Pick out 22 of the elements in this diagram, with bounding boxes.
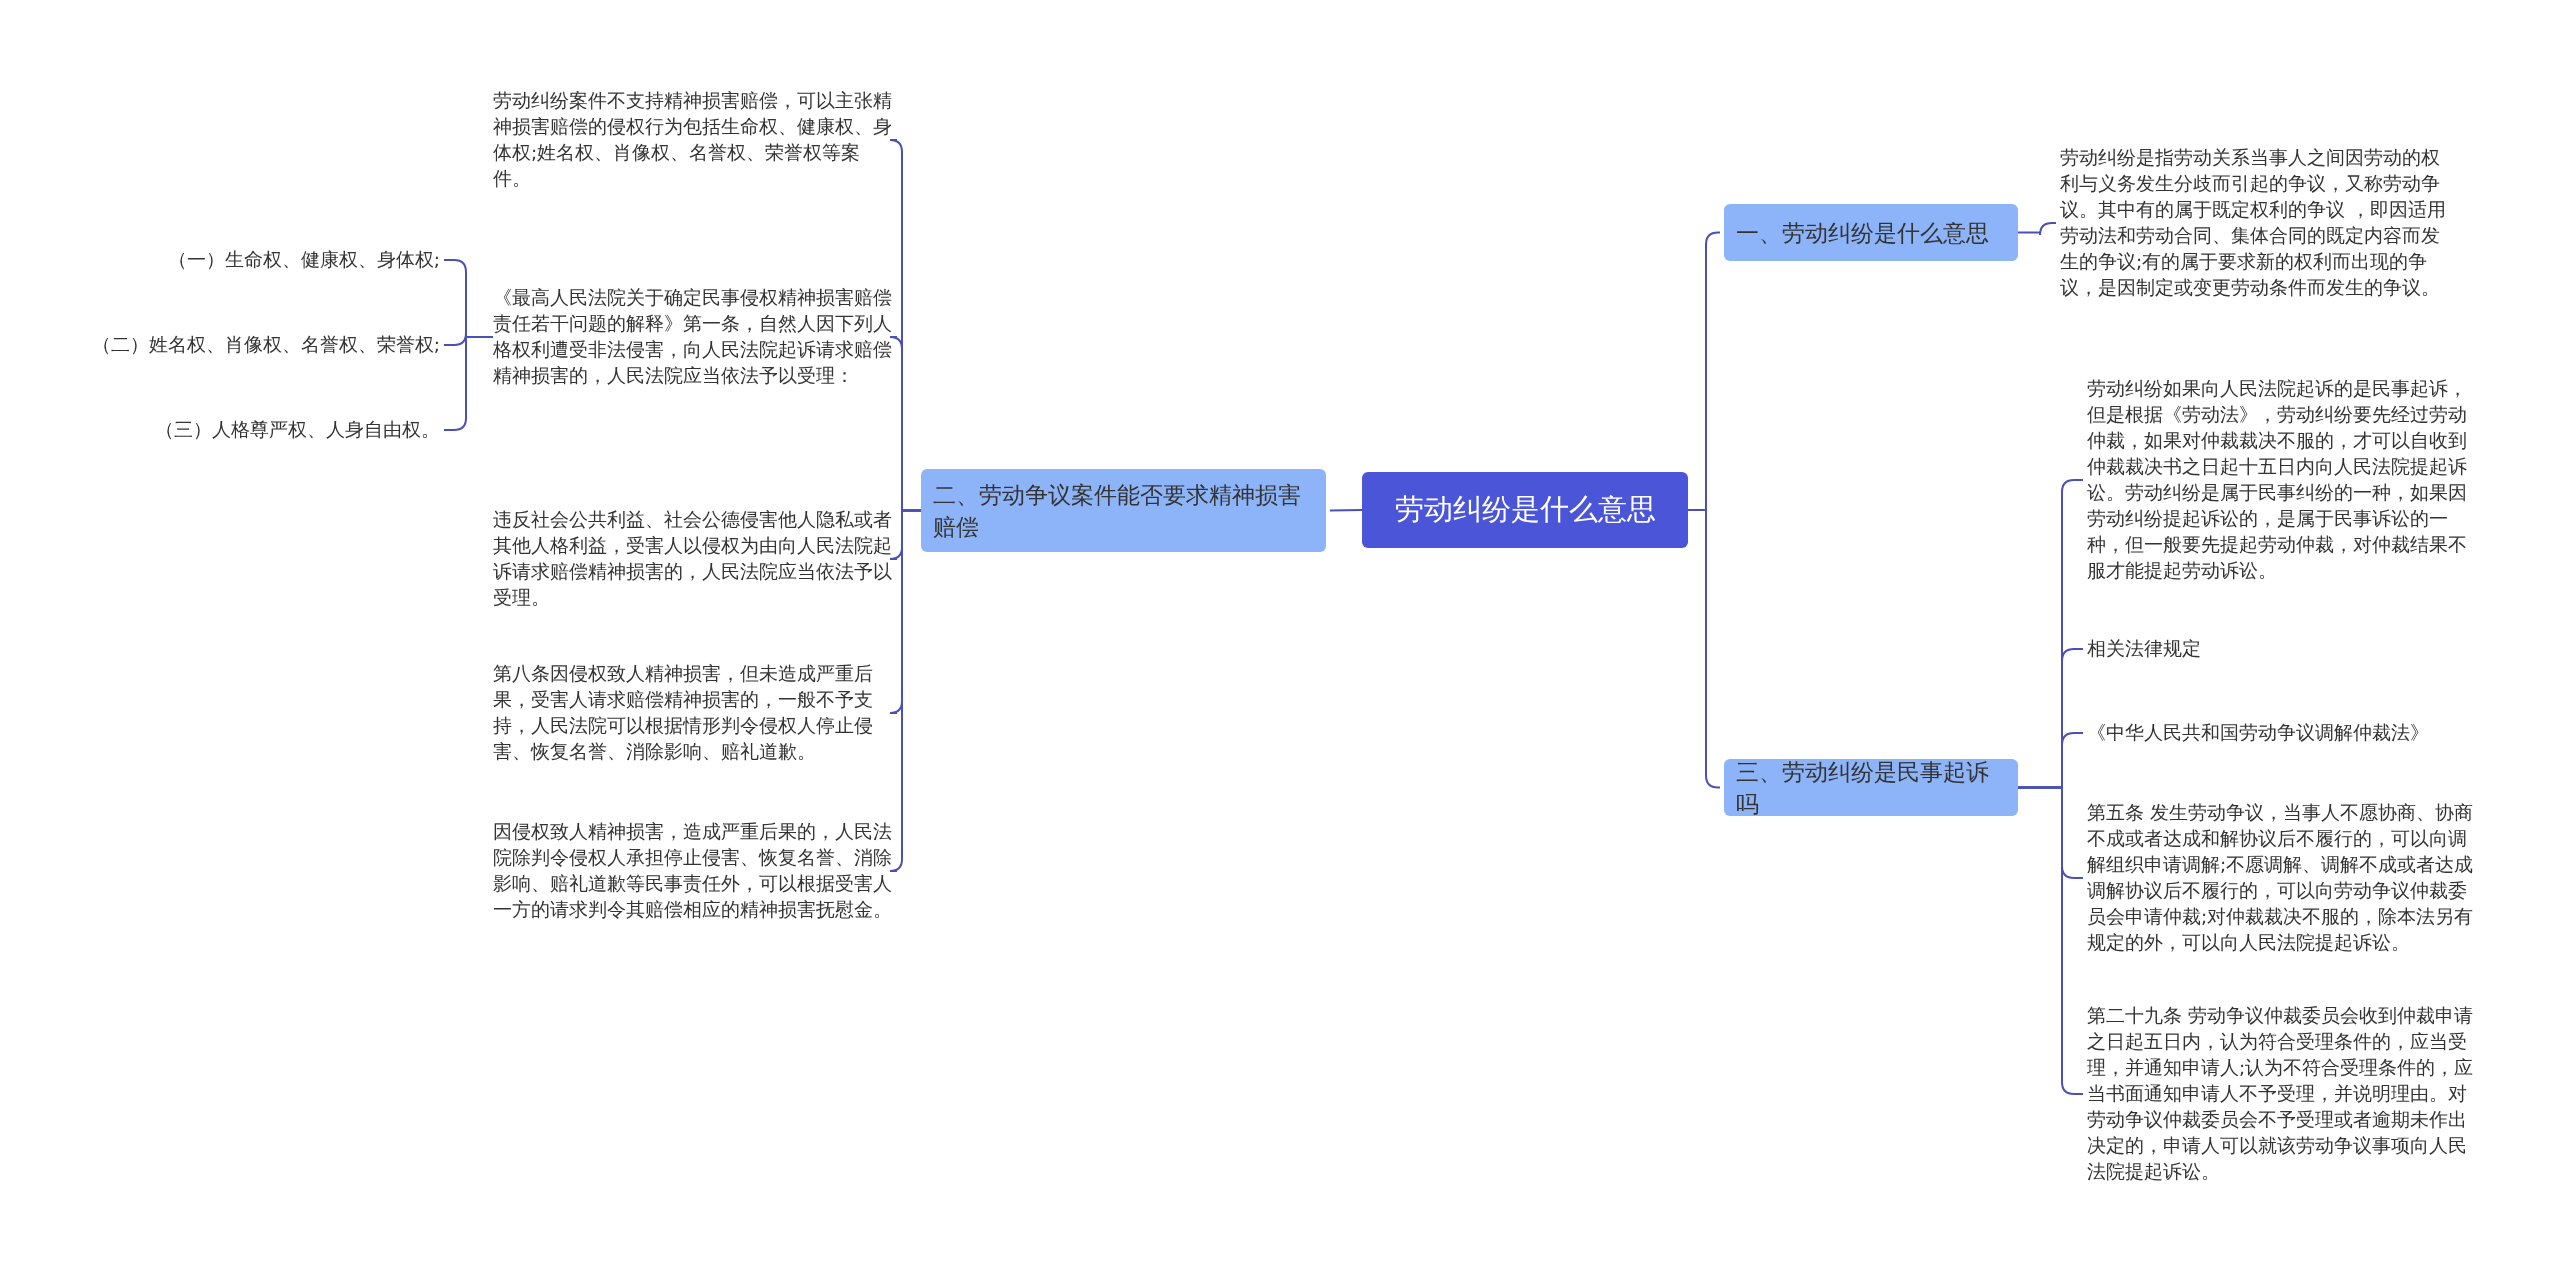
note-text: 因侵权致人精神损害，造成严重后果的，人民法院除判令侵权人承担停止侵害、恢复名誉、消除影响、赔礼道歉等民事责任外，可以根据受害人一方的请求判令其赔偿相应的精神损害抚慰金。 xyxy=(493,819,893,923)
topic-box: 三、劳动纠纷是民事起诉吗 xyxy=(1724,759,2018,816)
list-item-text: （三）人格尊严权、人身自由权。 xyxy=(155,417,440,443)
list-item-text: （一）生命权、健康权、身体权; xyxy=(167,247,440,273)
central-topic: 劳动纠纷是什么意思 xyxy=(1362,472,1688,548)
note-text: 第二十九条 劳动争议仲裁委员会收到仲裁申请之日起五日内，认为符合受理条件的，应当受理，并通知申请人;认为不符合受理条件的，应当书面通知申请人不予受理，并说明理由。对劳动争议仲裁委员会不予受理或者逾期未作出决定的，申请人可以就该劳动争议事项向人民法院提起诉讼。 xyxy=(2087,1003,2479,1185)
note-text: 劳动纠纷案件不支持精神损害赔偿，可以主张精神损害赔偿的侵权行为包括生命权、健康权、身体权;姓名权、肖像权、名誉权、荣誉权等案件。 xyxy=(493,88,893,192)
list-item-text: （二）姓名权、肖像权、名誉权、荣誉权; xyxy=(91,332,440,358)
note-text: 第五条 发生劳动争议，当事人不愿协商、协商不成或者达成和解协议后不履行的，可以向调解组织申请调解;不愿调解、调解不成或者达成调解协议后不履行的，可以向劳动争议仲裁委员会申请仲裁;对仲裁裁决不服的，除本法另有规定的外，可以向人民法院提起诉讼。 xyxy=(2087,800,2479,956)
note-text: 违反社会公共利益、社会公德侵害他人隐私或者其他人格利益，受害人以侵权为由向人民法院起诉请求赔偿精神损害的，人民法院应当依法予以受理。 xyxy=(493,507,893,611)
topic-box: 二、劳动争议案件能否要求精神损害赔偿 xyxy=(921,469,1326,552)
note-text: 劳动纠纷是指劳动关系当事人之间因劳动的权利与义务发生分歧而引起的争议，又称劳动争议。其中有的属于既定权利的争议 ，即因适用劳动法和劳动合同、集体合同的既定内容而发生的争议;有的属于要求新的权利而出现的争议，是因制定或变更劳动条件而发生的争议。 xyxy=(2060,145,2455,301)
connector-line xyxy=(1329,509,1363,512)
connector-line xyxy=(889,509,922,872)
note-text: 劳动纠纷如果向人民法院起诉的是民事起诉，但是根据《劳动法》，劳动纠纷要先经过劳动仲裁，如果对仲裁裁决不服的，才可以自收到仲裁裁决书之日起十五日内向人民法院提起诉讼。劳动纠纷是属于民事纠纷的一种，如果因劳动纠纷提起诉讼的，是属于民事诉讼的一种，但一般要先提起劳动仲裁，对仲裁结果不服才能提起劳动诉讼。 xyxy=(2087,376,2479,584)
note-text: 相关法律规定 xyxy=(2087,636,2479,662)
topic-box: 一、劳动纠纷是什么意思 xyxy=(1724,204,2018,261)
connector-line xyxy=(1687,509,1721,789)
note-text: 《最高人民法院关于确定民事侵权精神损害赔偿责任若干问题的解释》第一条，自然人因下列人格权利遭受非法侵害，向人民法院起诉请求赔偿精神损害的，人民法院应当依法予以受理： xyxy=(493,285,893,389)
note-text: 《中华人民共和国劳动争议调解仲裁法》 xyxy=(2087,720,2479,746)
connector-line xyxy=(2017,222,2057,236)
note-text: 第八条因侵权致人精神损害，但未造成严重后果，受害人请求赔偿精神损害的，一般不予支持，人民法院可以根据情形判令侵权人停止侵害、恢复名誉、消除影响、赔礼道歉。 xyxy=(493,661,893,765)
